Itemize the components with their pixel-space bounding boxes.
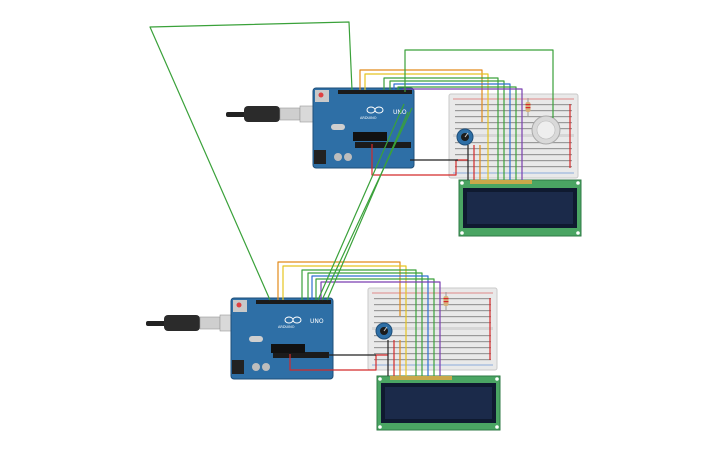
microcontroller-chip-bottom <box>271 344 305 353</box>
potentiometer-top[interactable] <box>456 128 474 146</box>
header-analog-bottom <box>273 352 329 358</box>
lcd-display-bottom[interactable] <box>376 375 501 431</box>
usb-cable-bottom[interactable] <box>146 314 243 332</box>
inter-board-wires <box>149 21 413 301</box>
header-digital-bottom <box>256 300 331 304</box>
wires-top <box>359 49 571 180</box>
circuit-top: UNO ARDUINO <box>226 49 582 237</box>
resistor-top[interactable] <box>525 98 531 116</box>
wires-bottom <box>277 261 491 376</box>
arduino-board-bottom[interactable]: UNO ARDUINO <box>230 297 334 380</box>
infinity-logo-icon <box>366 106 384 114</box>
lcd-display-top[interactable] <box>458 179 582 237</box>
reset-button-bottom[interactable] <box>236 302 242 308</box>
breadboard-top[interactable] <box>448 93 579 179</box>
usb-cable-top[interactable] <box>226 105 323 123</box>
microcontroller-chip-top <box>353 132 387 141</box>
board-brand-top: ARDUINO <box>360 116 377 120</box>
circuit-bottom: UNO ARDUINO <box>146 261 501 431</box>
board-label-bottom: UNO <box>310 318 324 325</box>
arduino-board-top[interactable]: UNO ARDUINO <box>312 87 415 169</box>
reset-button-top[interactable] <box>318 92 324 98</box>
resistor-bottom[interactable] <box>443 292 449 310</box>
infinity-logo-icon <box>284 316 302 324</box>
header-digital-top <box>338 90 412 94</box>
piezo-buzzer-top[interactable] <box>531 115 561 145</box>
potentiometer-bottom[interactable] <box>375 322 393 340</box>
header-analog-top <box>355 142 411 148</box>
board-brand-bottom: ARDUINO <box>278 325 295 329</box>
